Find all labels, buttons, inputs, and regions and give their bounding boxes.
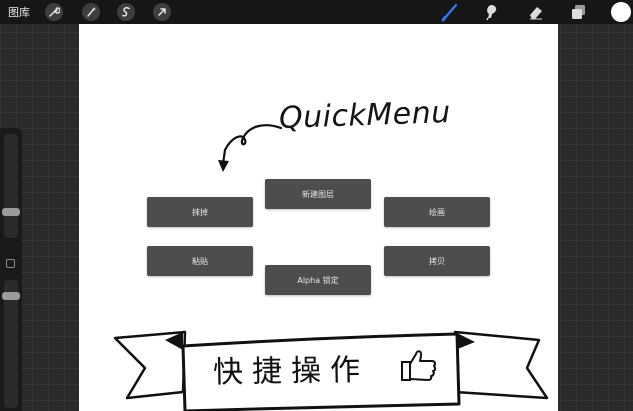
brush-size-handle[interactable] [2,207,20,216]
quickmenu-draw-button[interactable]: 绘画 [384,197,490,227]
transform-arrow-icon[interactable] [153,3,171,21]
ribbon-banner [113,330,549,411]
banner-title: 快捷操作 [212,352,370,391]
brush-size-slider[interactable] [4,134,18,238]
magic-wand-icon[interactable] [82,3,100,21]
top-toolbar: 图库 [0,0,633,24]
quickmenu-erase-button[interactable]: 抹掉 [147,197,253,227]
curved-arrow-icon [218,124,283,172]
wrench-icon[interactable] [45,3,63,21]
opacity-slider[interactable] [4,280,18,408]
drawing-canvas[interactable]: QuickMenu 新建图层 抹掉 绘画 粘贴 拷贝 Alpha 锁定 快捷操作 [79,24,558,411]
quickmenu-new-layer-button[interactable]: 新建图层 [265,179,371,209]
thumbs-up-icon [401,350,437,381]
gallery-button[interactable]: 图库 [8,6,30,19]
quickmenu-alpha-lock-button[interactable]: Alpha 锁定 [265,265,371,295]
eraser-icon[interactable] [526,2,546,22]
smudge-icon[interactable] [481,2,501,22]
quickmenu-heading: QuickMenu [278,95,452,136]
quickmenu-paste-button[interactable]: 粘贴 [147,246,253,276]
opacity-handle[interactable] [2,292,20,300]
layers-icon[interactable] [569,2,589,22]
left-sidebar [0,128,22,411]
quickmenu-copy-button[interactable]: 拷贝 [384,246,490,276]
selection-icon[interactable] [117,3,135,21]
brush-icon[interactable] [440,2,460,22]
modify-button[interactable] [6,259,15,268]
color-picker-button[interactable] [611,2,631,22]
